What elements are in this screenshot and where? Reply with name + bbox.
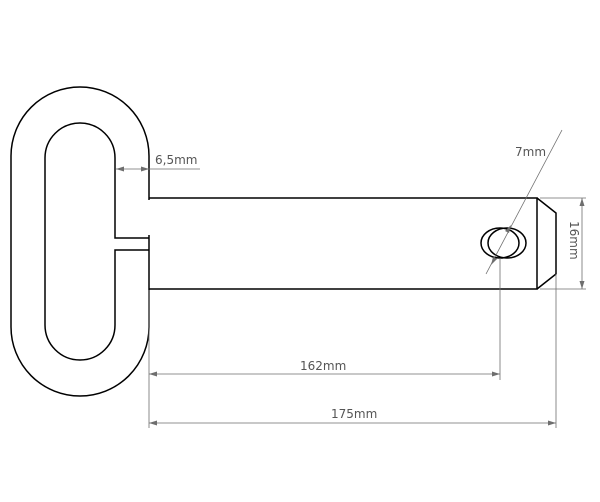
dimension-hole-diameter: 7mm — [485, 129, 563, 275]
cross-hole-front — [487, 227, 527, 259]
handle-ring — [10, 86, 150, 397]
dimension-label-hole-distance: 162mm — [300, 359, 346, 373]
dimension-ring-gap: 6,5mm — [116, 153, 200, 172]
dimension-label-total-length: 175mm — [331, 407, 377, 421]
dimension-label-hole-diameter: 7mm — [515, 145, 546, 159]
dimension-total-length: 175mm — [149, 274, 557, 428]
pin-shaft — [149, 197, 538, 290]
dimension-label-pin-diameter: 16mm — [567, 221, 581, 260]
handle-ring-inner — [44, 122, 149, 361]
cross-hole-back — [480, 227, 520, 259]
pin-body — [149, 197, 557, 290]
dimension-pin-diameter: 16mm — [540, 197, 586, 290]
cross-hole — [480, 227, 527, 259]
dimension-hole-distance: 162mm — [148, 258, 501, 428]
dimension-label-ring-gap: 6,5mm — [155, 153, 197, 167]
pin-chamfer-tip — [536, 197, 557, 290]
handle-ring-outer — [10, 86, 150, 397]
